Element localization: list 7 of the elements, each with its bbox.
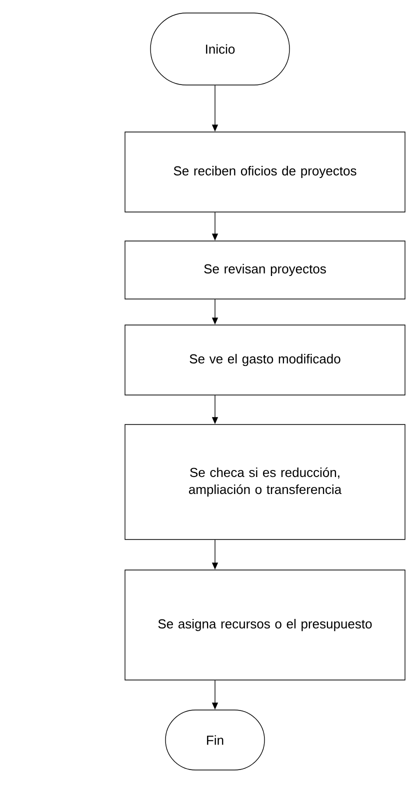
process-box: Se ve el gasto modificado [124, 324, 406, 396]
process-box: Se asigna recursos o el presupuesto [124, 570, 406, 680]
process-box: Se checa si es reducción, ampliación o transferencia [124, 424, 406, 540]
terminal: Fin [165, 710, 265, 770]
terminal: Inicio [150, 12, 290, 86]
process-box: Se reciben oficios de proyectos [124, 132, 406, 212]
process-box: Se revisan proyectos [124, 240, 406, 300]
